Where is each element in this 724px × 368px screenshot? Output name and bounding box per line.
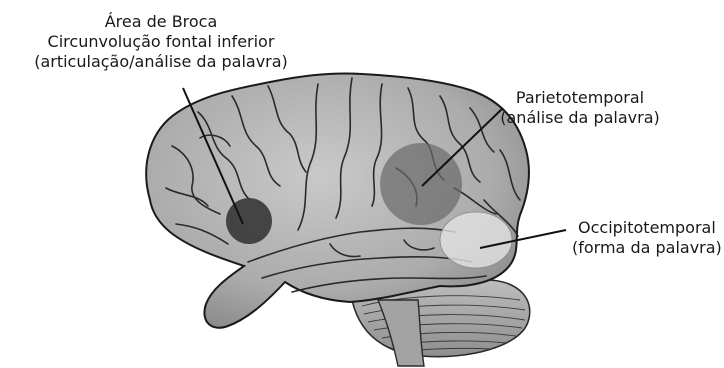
parietotemporal-label-title: Parietotemporal [500,88,660,108]
broca-label-function: (articulação/análise da palavra) [34,52,288,72]
broca-label: Área de Broca Circunvolução fontal infer… [34,12,288,72]
parietotemporal-label-function: (análise da palavra) [500,108,660,128]
broca-area-marker [226,198,272,244]
occipitotemporal-label: Occipitotemporal (forma da palavra) [572,218,722,258]
occipitotemporal-label-function: (forma da palavra) [572,238,722,258]
broca-label-title: Área de Broca [34,12,288,32]
occipitotemporal-area-marker [440,212,512,268]
occipitotemporal-label-title: Occipitotemporal [572,218,722,238]
parietotemporal-label: Parietotemporal (análise da palavra) [500,88,660,128]
broca-label-gyrus: Circunvolução fontal inferior [34,32,288,52]
parietotemporal-area-marker [380,143,462,225]
